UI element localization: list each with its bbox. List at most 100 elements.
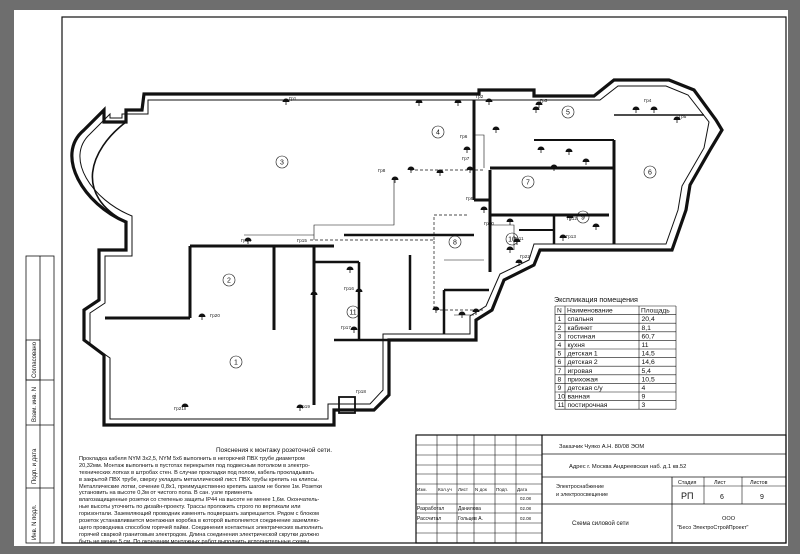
socket-symbol [244, 237, 252, 244]
explication-cell: 3 [642, 402, 646, 409]
notes-line: Прокладка кабеля NYM 3х2,5, NYM 5х6 выпо… [79, 455, 305, 462]
socket-symbol [550, 164, 558, 171]
socket-symbol [466, 166, 474, 173]
side-label-replace-inv: Взам. инв. N [32, 387, 38, 422]
group-label: Гр17 [341, 325, 351, 330]
room-number: 6 [643, 165, 657, 179]
tb-sheet-label: Лист [714, 480, 726, 486]
svg-text:2: 2 [227, 278, 231, 285]
group-label: Гр5 [679, 114, 687, 119]
room-number: 11 [346, 305, 360, 319]
explication-title: Экспликация помещения [554, 295, 638, 304]
svg-text:1: 1 [234, 360, 238, 367]
explication-cell: детская с/у [568, 385, 604, 392]
socket-symbol [532, 106, 540, 113]
socket-symbol [506, 218, 514, 225]
socket-symbol [391, 176, 399, 183]
group-label: Гр21 [174, 406, 184, 411]
explication-cell: детская 2 [568, 359, 598, 366]
group-label: Гр2 [476, 94, 484, 99]
svg-text:4: 4 [436, 130, 440, 137]
tb-org-line2: "Бесо ЭлектроСтройПроект" [677, 524, 749, 531]
notes-line: в закрытой ПВХ трубе, сверху укладать ме… [79, 476, 319, 483]
socket-symbol [492, 126, 500, 133]
svg-text:10: 10 [508, 237, 516, 244]
tb-col-header: N док [475, 487, 488, 492]
floor-plan-drawing: Согласовано Инв. N подл. Подп. и дата Вз… [25, 16, 787, 544]
tb-sheets-value: 9 [760, 494, 764, 501]
tb-sheet-value: 6 [720, 494, 724, 501]
svg-text:3: 3 [280, 160, 284, 167]
socket-symbol [506, 246, 514, 253]
svg-text:6: 6 [648, 170, 652, 177]
title-block [415, 434, 787, 544]
group-label: Гр22 [520, 254, 530, 259]
notes-line: технических лотках в штробах стен. В слу… [79, 469, 314, 476]
socket-symbol [432, 306, 440, 313]
socket-symbol [515, 259, 523, 266]
explication-cell: гостиная [568, 333, 596, 340]
group-label: Гр8 [378, 168, 386, 173]
room-number: 9 [576, 210, 590, 224]
notes-line: горячей сваркой гранитовым электродом. Д… [79, 531, 320, 538]
tb-sheets-label: Листов [750, 480, 768, 486]
socket-symbol [592, 223, 600, 230]
notes-line: Металлические лотки, сечение 0,8х1, преи… [79, 483, 322, 490]
room-number: 1 [229, 355, 243, 369]
svg-text:11: 11 [349, 310, 356, 317]
socket-symbol [537, 146, 545, 153]
explication-cell: 10 [558, 394, 566, 401]
group-label: Гр13 [566, 234, 576, 239]
group-label: Гр9 [466, 196, 474, 201]
tb-col-header: Дата [517, 487, 528, 492]
group-label: Гр14 [241, 238, 251, 243]
tb-stage-label: Стадия [678, 480, 696, 486]
socket-symbol [415, 99, 423, 106]
tb-col-header: Лист [458, 487, 469, 492]
notes-line: ные высоты уточнить по дизайн-проекту. Т… [79, 504, 301, 511]
tb-checked-label: Рассчитал [417, 516, 441, 522]
socket-symbol [559, 234, 567, 241]
tb-col-header: Кол.уч [438, 487, 452, 492]
group-label: Гр16 [344, 286, 354, 291]
svg-text:5: 5 [566, 110, 570, 117]
room-number: 2 [222, 273, 236, 287]
explication-cell: 4 [642, 385, 646, 392]
tb-date: 02.08 [520, 506, 532, 511]
tb-developed-name: Данилова [458, 506, 481, 512]
svg-text:7: 7 [526, 180, 530, 187]
notes-line: розеток устанавливается монтажная коробк… [79, 518, 320, 525]
socket-symbol [454, 99, 462, 106]
explication-cell: спальня [568, 316, 594, 323]
socket-symbol [472, 308, 480, 315]
room-labels: 1 2 3 4 5 6 7 8 9 10 11 [222, 105, 657, 369]
explication-cell: ванная [568, 394, 591, 401]
socket-symbol [355, 288, 363, 295]
title-block-text: Заказчик Чуяко А.Н. 80/08 ЭОМ Адрес г. М… [417, 444, 768, 531]
socket-symbol [673, 116, 681, 123]
group-label: Гр3 [540, 98, 548, 103]
explication-cell: 6 [558, 359, 562, 366]
tb-org-line1: ООО [722, 516, 736, 522]
notes-line: установить на высоте 0,3м от чистого пол… [79, 490, 253, 497]
tb-sheet-title: Схема силовой сети [572, 520, 629, 527]
explication-cell: 11 [558, 402, 565, 409]
socket-symbol [310, 291, 318, 298]
tb-address: Адрес г. Москва Андреевская наб. д.1 кв.… [569, 464, 686, 470]
socket-symbols [181, 98, 681, 411]
socket-symbol [485, 98, 493, 105]
socket-symbol [458, 311, 466, 318]
room-number: 5 [561, 105, 575, 119]
side-label-sign-date: Подп. и дата [32, 448, 38, 484]
notes-line: щего проводника способом горячей пайки. … [79, 524, 323, 531]
tb-col-header: Изм. [417, 487, 427, 492]
explication-cell: 3 [558, 333, 562, 340]
room-number: 3 [275, 155, 289, 169]
explication-cell: 9 [558, 385, 562, 392]
notes-line: горизонтали. Заземляющий проводник измен… [79, 511, 319, 518]
svg-text:8: 8 [453, 240, 457, 247]
room-number: 7 [521, 175, 535, 189]
explication-cell: 1 [558, 316, 562, 323]
